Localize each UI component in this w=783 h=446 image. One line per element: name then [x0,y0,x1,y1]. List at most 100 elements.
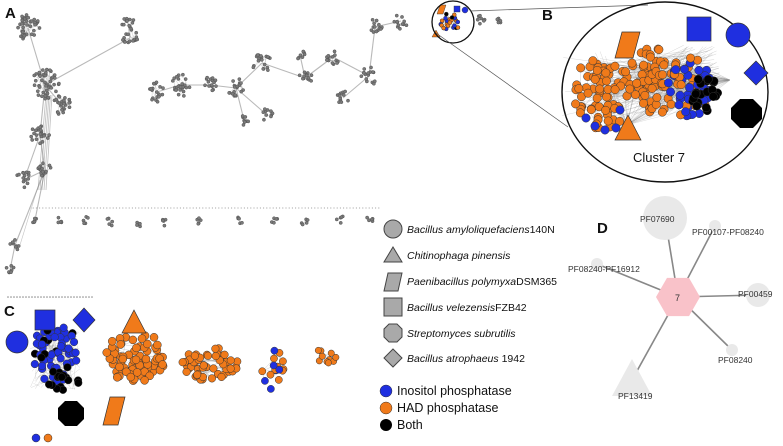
network-node [371,207,373,209]
had-node [658,70,667,80]
inositol-node [56,354,65,363]
had-node [325,359,332,367]
network-node [79,296,81,298]
pf-node-label: PF08240-PF16912 [568,264,640,274]
network-node [45,207,47,209]
network-node [266,207,268,209]
network-node [378,207,380,209]
network-node [195,207,197,209]
had-legend-label: HAD phosphatase [397,401,499,415]
cluster-7-mini-node [455,25,461,30]
network-node [231,207,233,209]
legend-item-parallelogram: Paenibacillus polymyxaDSM365 [383,272,557,292]
network-node [372,21,376,26]
had-node [574,84,584,94]
network-node [47,133,51,137]
inositol-node [31,433,41,443]
inositol-node [600,125,610,135]
cluster-7-mini-node [444,11,449,17]
network-node [43,296,45,298]
circle-node [725,22,751,48]
network-node [30,127,35,132]
network-node [288,207,290,209]
network-node [208,207,210,209]
network-node [110,219,115,224]
inositol-node [671,65,681,75]
network-node [243,207,245,209]
network-node [70,296,72,298]
network-node [182,94,186,98]
had-node [102,348,111,357]
network-node [239,89,244,94]
network-node [256,58,261,63]
network-node [304,73,309,78]
network-node [17,172,21,177]
zoom-line-lower [435,32,569,128]
network-node [333,207,335,209]
network-node [160,207,162,209]
had-node [261,377,269,385]
had-node [601,68,611,78]
network-node [396,23,401,28]
network-node [32,207,34,209]
network-node [20,18,25,23]
had-node [126,372,136,382]
network-node [478,21,482,26]
both-node [701,103,711,113]
network-node [262,107,267,111]
inositol-node [38,361,47,370]
network-node [32,216,37,221]
network-edge [594,52,687,66]
network-node [109,207,111,209]
network-node [47,163,52,168]
network-node [24,170,29,175]
had-node [199,361,208,370]
network-node [62,101,66,106]
pf00107-pf08240-node [709,220,721,232]
had-node [158,360,167,369]
network-node [186,207,188,209]
network-node [82,296,84,298]
pf08240-node [726,344,738,356]
had-node [592,65,602,75]
network-node [270,111,275,116]
network-node [343,207,345,209]
both-node [692,101,702,111]
had-node [270,346,279,355]
network-node [141,207,143,209]
cluster-7-hexagon-node [656,277,700,317]
network-node [302,70,307,75]
network-node [368,207,370,209]
had-node [592,93,602,103]
network-node [227,207,229,209]
network-node [176,92,181,97]
network-node [237,216,241,221]
network-node [67,105,72,110]
network-node [13,238,17,242]
network-node [151,207,153,209]
network-node [40,94,44,99]
network-node [211,207,213,209]
network-node [4,265,9,270]
network-node [174,74,179,79]
network-node [272,220,276,225]
had-node [588,56,598,66]
network-node [173,207,175,209]
network-node [156,94,161,99]
network-node [361,70,366,75]
network-node [131,207,133,209]
legend-label: Bacillus amyloliquefaciens140N [407,224,555,236]
network-node [93,207,95,209]
network-node [54,97,59,102]
inositol-node [72,356,81,365]
network-node [275,207,277,209]
network-node [10,296,12,298]
had-node [209,364,218,373]
network-node [44,88,49,93]
network-node [73,296,75,298]
network-edge [626,95,686,126]
network-node [215,207,217,209]
network-edge [34,358,63,381]
parallelogram-node [102,396,126,426]
network-node [352,207,354,209]
